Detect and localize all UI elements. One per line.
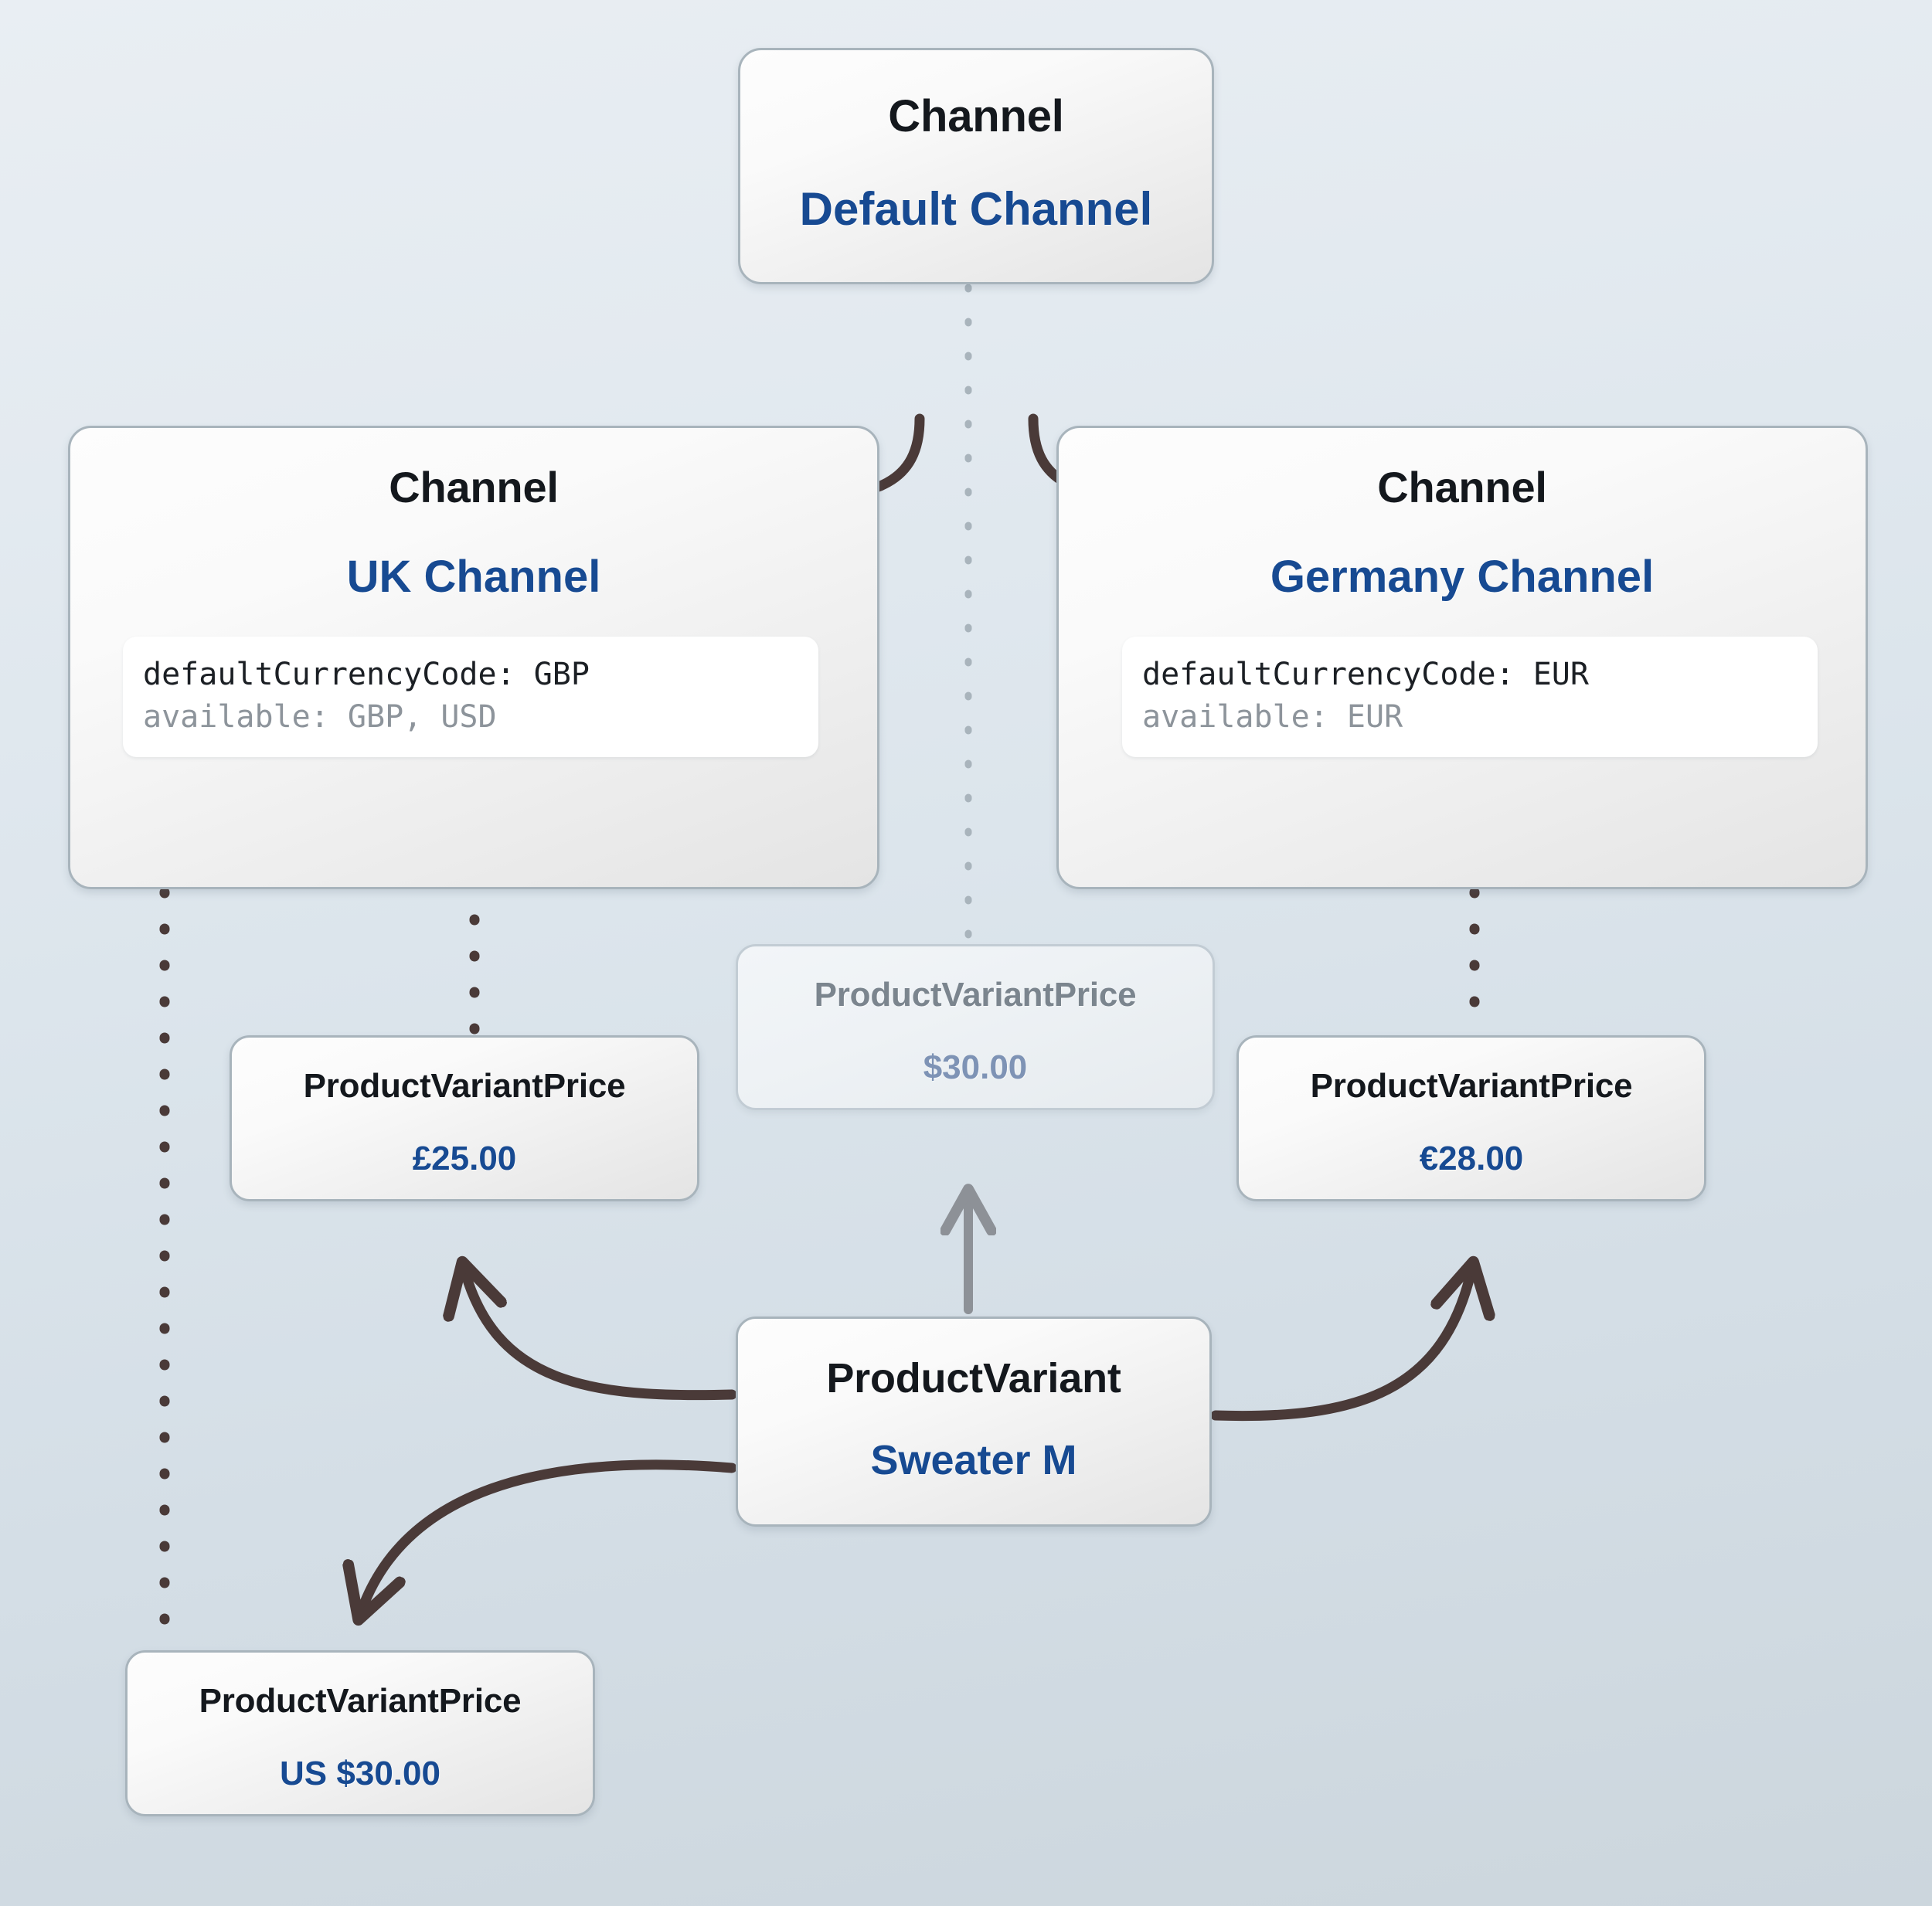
edge-variant-to-eur-price (1210, 1267, 1472, 1422)
node-type-label: Channel (888, 91, 1064, 141)
edge-variant-to-gbp-price (464, 1267, 737, 1401)
germany-channel-properties: defaultCurrencyCode: EUR available: EUR (1122, 637, 1818, 758)
edge-variant-to-usd-price (360, 1459, 737, 1615)
node-price-value: $30.00 (923, 1048, 1028, 1086)
available-currencies-value: available: EUR (1142, 699, 1403, 736)
node-price-value: US $30.00 (280, 1755, 440, 1792)
node-uk-channel[interactable]: Channel UK Channel defaultCurrencyCode: … (68, 426, 879, 889)
node-price-value: £25.00 (412, 1140, 517, 1177)
default-currency-code-value: defaultCurrencyCode: EUR (1142, 657, 1589, 692)
node-default-channel[interactable]: Channel Default Channel (738, 48, 1214, 284)
node-name-label: Default Channel (799, 183, 1153, 235)
node-product-variant[interactable]: ProductVariant Sweater M (736, 1317, 1212, 1527)
node-name-label: Sweater M (870, 1437, 1077, 1483)
node-name-label: UK Channel (346, 552, 601, 602)
node-price-usd[interactable]: ProductVariantPrice US $30.00 (125, 1650, 595, 1816)
node-type-label: ProductVariantPrice (814, 976, 1137, 1014)
node-type-label: ProductVariantPrice (1310, 1067, 1633, 1105)
node-price-usd-global[interactable]: ProductVariantPrice $30.00 (736, 944, 1215, 1110)
node-type-label: ProductVariantPrice (303, 1067, 626, 1105)
node-price-gbp[interactable]: ProductVariantPrice £25.00 (230, 1035, 699, 1201)
uk-channel-properties: defaultCurrencyCode: GBP available: GBP,… (123, 637, 818, 758)
default-currency-code-value: defaultCurrencyCode: GBP (143, 657, 590, 692)
node-germany-channel[interactable]: Channel Germany Channel defaultCurrencyC… (1056, 426, 1868, 889)
available-currencies-value: available: GBP, USD (143, 699, 497, 736)
node-price-value: €28.00 (1419, 1140, 1524, 1177)
node-price-eur[interactable]: ProductVariantPrice €28.00 (1236, 1035, 1706, 1201)
node-type-label: ProductVariant (826, 1355, 1121, 1401)
node-type-label: Channel (1377, 463, 1547, 511)
node-type-label: ProductVariantPrice (199, 1682, 522, 1720)
node-type-label: Channel (389, 463, 559, 511)
node-name-label: Germany Channel (1270, 552, 1655, 602)
